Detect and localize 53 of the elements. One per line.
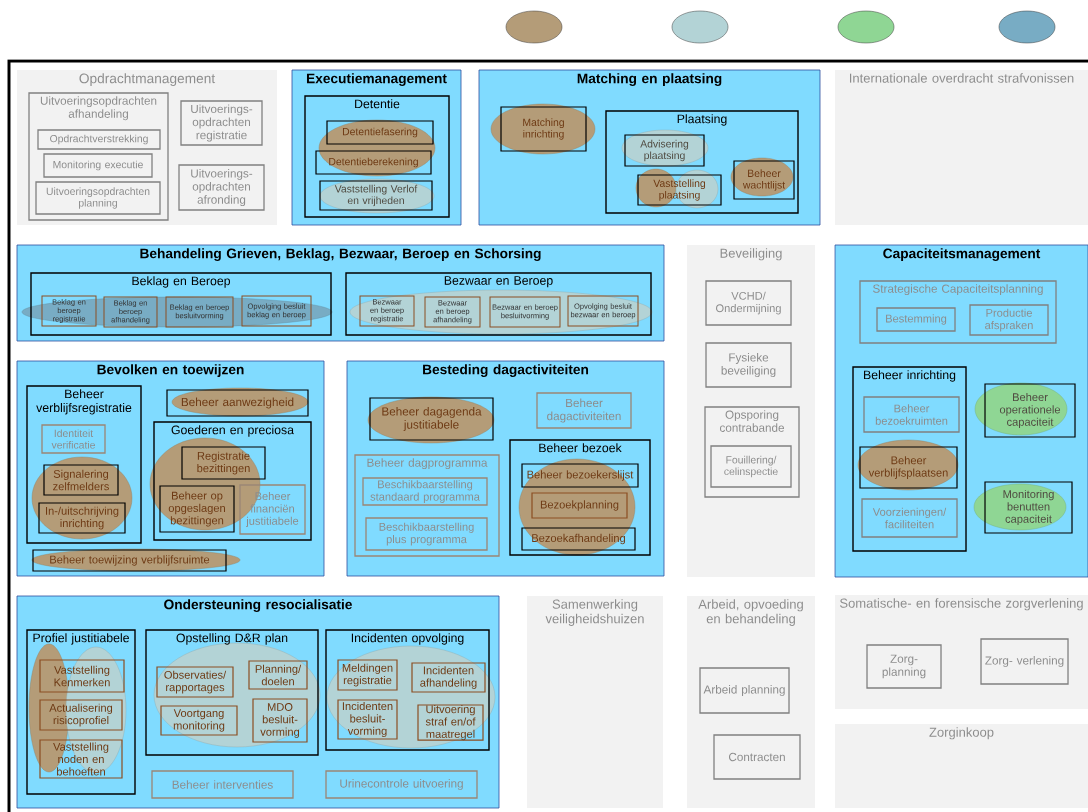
function-box: MDO besluit- vorming (252, 698, 308, 743)
function-box: Actualisering risicoprofiel (39, 699, 123, 731)
function-box: Monitoring executie (43, 153, 153, 178)
function-box: Beheer toewijzing verblijfsruimte (32, 549, 227, 572)
function-box: Uitvoeringsopdrachten planning (35, 181, 161, 215)
function-box: In-/uitschrijving inrichting (38, 502, 126, 534)
function-box: Zorg- planning (866, 644, 942, 689)
function-box: Vaststelling Kenmerken (39, 659, 125, 693)
function-box: Productie afspraken (969, 304, 1049, 336)
function-box: Beheer interventies (151, 770, 294, 799)
function-box: Arbeid planning (699, 667, 790, 714)
function-box: VCHD/ Ondermijning (705, 280, 792, 326)
function-box: Uitvoerings- opdrachten afronding (178, 164, 265, 211)
function-box: Bezoekplanning (531, 492, 628, 519)
function-box: Beheer bezoekruimten (863, 396, 960, 433)
function-box: Beheer dagactiviteiten (536, 392, 632, 429)
function-box: Zorg- verlening (980, 638, 1069, 685)
function-box: Meldingen registratie (337, 659, 398, 691)
function-box: Voorzieningen/ faciliteiten (861, 498, 958, 538)
function-box: Signalering zelfmelders (43, 464, 119, 496)
function-box: Vaststelling Verlof en vrijheden (319, 180, 433, 211)
function-box: Detentieberekening (315, 150, 432, 175)
function-box: Incidenten afhandeling (411, 662, 486, 693)
function-box: Fouillering/ celinspectie (710, 445, 792, 488)
function-box: Beheer aanwezigheid (166, 389, 309, 417)
function-box: Vaststelling plaatsing (637, 174, 722, 206)
function-box: Opdrachtverstrekking (37, 129, 161, 150)
function-box: Beschikbaarstelling standaard programma (362, 477, 488, 506)
function-box: Beheer op opgeslagen bezittingen (159, 485, 235, 533)
function-box: Incidenten besluit- vorming (337, 699, 398, 740)
function-box: Registratie bezittingen (181, 446, 266, 480)
function-box: Identiteit verificatie (41, 424, 106, 454)
function-box: Uitvoering straf en/of maatregel (417, 704, 484, 741)
function-box: Beheer verblijfsplaatsen (859, 446, 958, 489)
function-box: Observaties/ rapportages (156, 666, 234, 698)
domain-panel: Internationale overdracht strafvonissen (835, 70, 1088, 225)
function-box: Matching inrichting (500, 106, 587, 152)
function-box: Contracten (713, 734, 801, 780)
function-box: Uitvoerings- opdrachten registratie (180, 100, 263, 146)
function-box: Beheer wachtlijst (733, 160, 795, 200)
function-box: Bestemming (876, 307, 956, 332)
function-box: Beschikbaarstelling plus programma (365, 517, 488, 551)
function-box: Monitoring benutten capaciteit (984, 481, 1073, 534)
function-box: Beheer dagagenda justitiabele (369, 397, 494, 441)
function-box: Planning/ doelen (248, 660, 308, 690)
function-box: Advisering plaatsing (624, 134, 705, 167)
function-box: Beheer operationele capaciteit (984, 383, 1076, 438)
domain-panel: Samenwerking veiligheidshuizen (527, 596, 663, 808)
function-box: Detentiefasering (326, 120, 434, 145)
domain-panel: Zorginkoop (835, 724, 1088, 808)
function-box: Urinecontrole uitvoering (325, 770, 478, 799)
function-box: Voortgang monitoring (160, 705, 238, 736)
function-box: Fysieke beveiliging (705, 342, 792, 388)
